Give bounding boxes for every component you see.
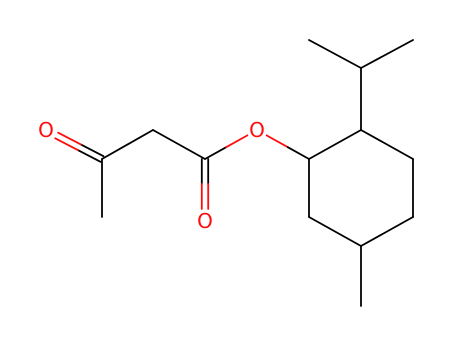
bond-ketone-co-2-b [54,137,79,152]
bond-ketone-co-2-a [76,149,102,163]
bond-ester-c-o-a [204,146,228,160]
bond-ring-1-2 [308,129,362,160]
carbonyl-oxygen-label: O [197,209,213,233]
atom-labels-group: O O O [38,118,265,233]
bond-ring-5-6 [308,216,362,247]
bonds-group [54,39,414,307]
bond-ring-4-5 [360,216,414,247]
bond-o-ring-b [286,146,310,160]
bond-ketone-ch2 [101,129,154,160]
ketone-oxygen-label: O [38,118,54,142]
bond-ch2-ester [152,129,206,160]
bond-isopropyl-me1 [308,39,362,69]
bond-o-ring-a [265,134,289,149]
bond-isopropyl-me2 [360,39,414,69]
ester-oxygen-label: O [249,118,265,142]
bond-ketone-co-1-a [79,143,105,158]
bond-ring-2-3 [360,129,414,160]
bond-ester-c-o-b [225,134,249,149]
bond-ketone-co-1-b [57,131,82,146]
